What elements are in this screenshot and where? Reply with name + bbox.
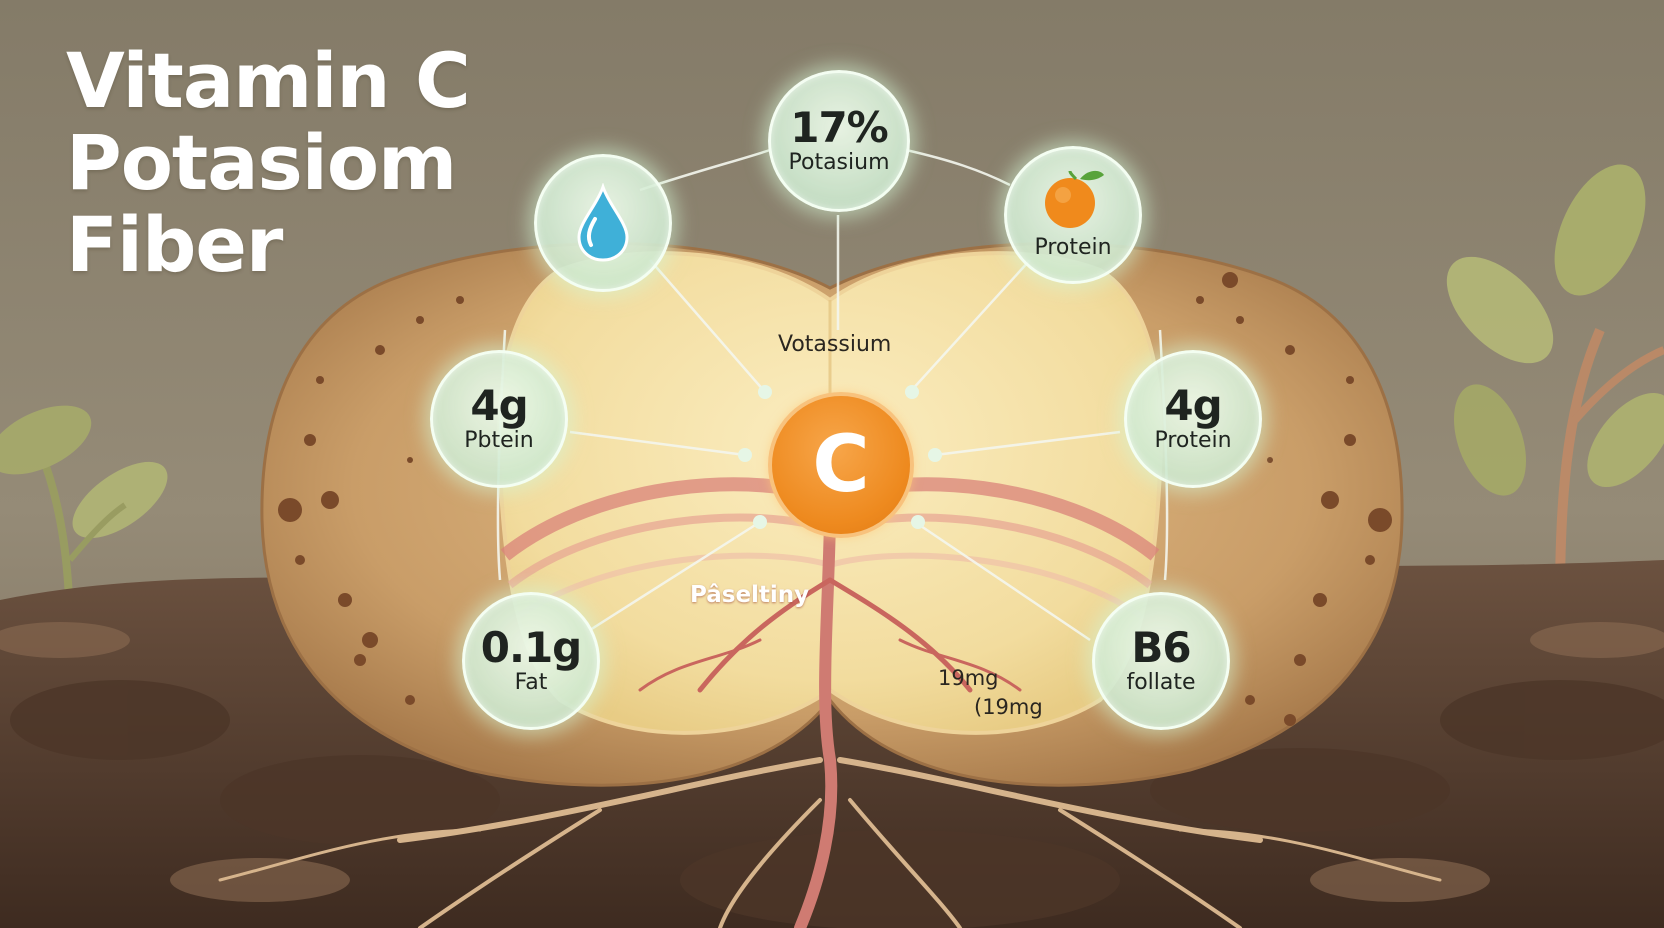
water-bubble	[534, 154, 672, 292]
left-protein-bubble: 4g Pbtein	[430, 350, 568, 488]
b6-label: follate	[1126, 670, 1196, 695]
soil-highlights	[0, 622, 1664, 902]
right-protein-label: Protein	[1154, 428, 1232, 453]
fat-label: Fat	[514, 670, 548, 695]
page-title: Vitamin C Potasiom Fiber	[66, 36, 471, 289]
mg-label-2: (19mg	[974, 695, 1043, 719]
title-line-vitamin-c: Vitamin C	[66, 36, 471, 125]
mg-label-1: 19mg	[938, 666, 999, 690]
votassium-label: Votassium	[778, 332, 892, 357]
roots	[218, 514, 1442, 928]
orange-fruit-icon	[1045, 170, 1104, 228]
vitamin-c-badge: C	[768, 392, 914, 538]
fat-bubble: 0.1g Fat	[462, 592, 600, 730]
water-drop-icon	[577, 183, 629, 262]
potassium-bubble: 17% Potasium	[768, 70, 910, 212]
skin-spots	[278, 272, 1392, 726]
title-line-potasiom: Potasiom	[66, 118, 457, 207]
orange-bubble-label: Protein	[1034, 235, 1112, 260]
sprout-right	[1446, 164, 1664, 601]
b6-value: B6	[1131, 623, 1191, 672]
title-line-fiber: Fiber	[66, 200, 283, 289]
soil-clumps	[10, 680, 1664, 928]
right-protein-value: 4g	[1164, 381, 1222, 430]
connector-dots	[738, 385, 942, 529]
paseltiny-label: Pâseltiny	[690, 582, 810, 608]
b6-bubble: B6 follate	[1092, 592, 1230, 730]
fat-value: 0.1g	[480, 623, 582, 672]
left-protein-label: Pbtein	[464, 428, 534, 453]
orange-bubble: Protein	[1004, 146, 1142, 284]
vitamin-c-letter: C	[812, 420, 870, 510]
left-protein-value: 4g	[470, 381, 528, 430]
potassium-label: Potasium	[788, 150, 890, 175]
right-protein-bubble: 4g Protein	[1124, 350, 1262, 488]
potassium-value: 17%	[790, 103, 889, 152]
